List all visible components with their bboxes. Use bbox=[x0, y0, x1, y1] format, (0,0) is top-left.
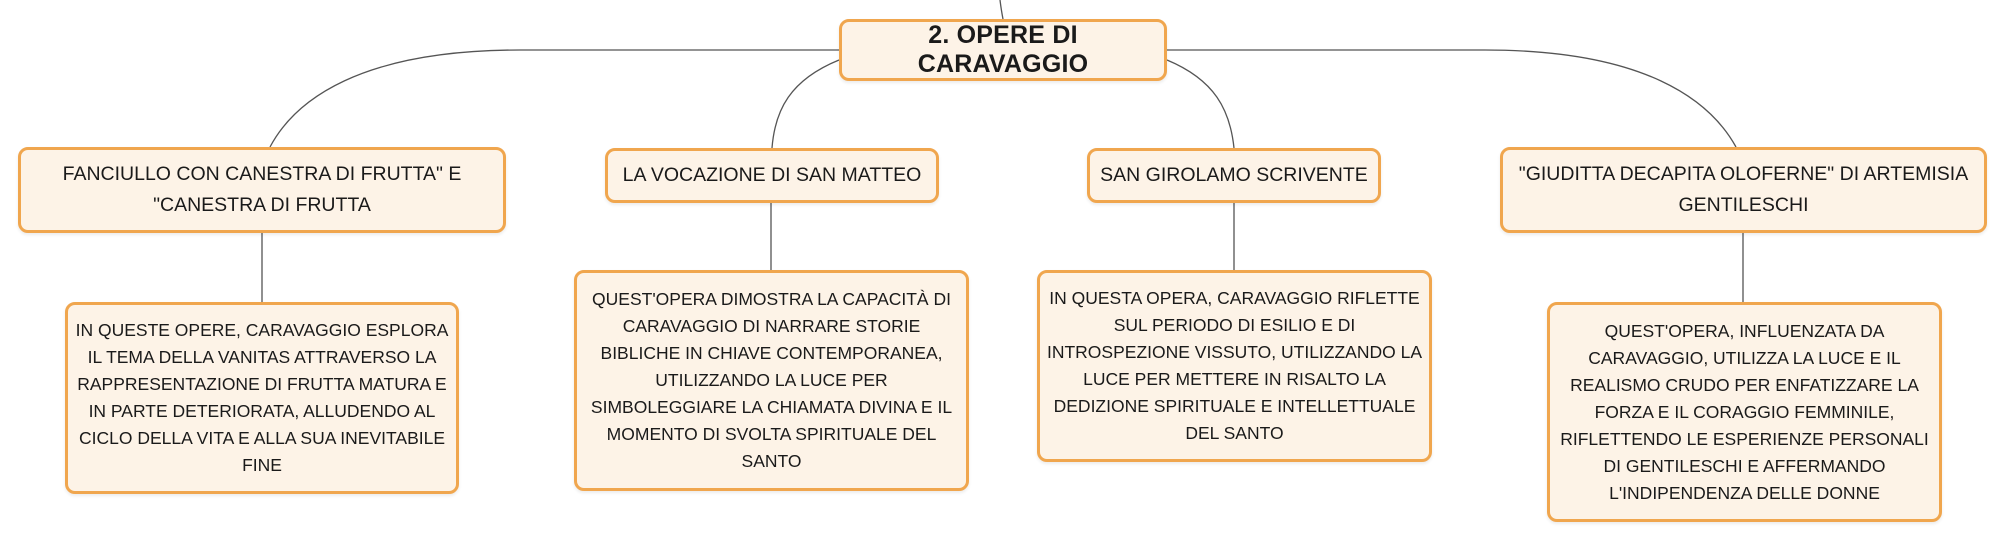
topic-node-san-girolamo[interactable]: SAN GIROLAMO SCRIVENTE bbox=[1087, 148, 1381, 203]
topic-node-label: SAN GIROLAMO SCRIVENTE bbox=[1100, 164, 1368, 186]
connector-root-t1 bbox=[269, 49, 839, 148]
connector-root-t2 bbox=[771, 59, 840, 149]
topic-node-giuditta-oloferne[interactable]: "GIUDITTA DECAPITA OLOFERNE" DI ARTEMISI… bbox=[1500, 147, 1987, 233]
description-node-giuditta-oloferne[interactable]: QUEST'OPERA, INFLUENZATA DA CARAVAGGIO, … bbox=[1547, 302, 1942, 522]
description-node-san-girolamo[interactable]: IN QUESTA OPERA, CARAVAGGIO RIFLETTE SUL… bbox=[1037, 270, 1432, 462]
connector-root-t3 bbox=[1166, 59, 1235, 149]
description-text: IN QUESTA OPERA, CARAVAGGIO RIFLETTE SUL… bbox=[1046, 288, 1422, 443]
topic-node-vocazione-san-matteo[interactable]: LA VOCAZIONE DI SAN MATTEO bbox=[605, 148, 939, 203]
connector-root-t4 bbox=[1167, 49, 1737, 148]
topic-node-fanciullo-canestra[interactable]: FANCIULLO CON CANESTRA DI FRUTTA" E "CAN… bbox=[18, 147, 506, 233]
description-node-vocazione-san-matteo[interactable]: QUEST'OPERA DIMOSTRA LA CAPACITÀ DI CARA… bbox=[574, 270, 969, 491]
description-text: QUEST'OPERA DIMOSTRA LA CAPACITÀ DI CARA… bbox=[590, 289, 953, 471]
root-node-opere-di-caravaggio[interactable]: 2. OPERE DI CARAVAGGIO bbox=[839, 19, 1167, 81]
description-text: QUEST'OPERA, INFLUENZATA DA CARAVAGGIO, … bbox=[1560, 320, 1929, 503]
topic-node-label: LA VOCAZIONE DI SAN MATTEO bbox=[622, 164, 922, 186]
connector-parent bbox=[999, 0, 1004, 20]
topic-node-label: FANCIULLO CON CANESTRA DI FRUTTA" E "CAN… bbox=[62, 163, 462, 216]
description-text: IN QUESTE OPERE, CARAVAGGIO ESPLORA IL T… bbox=[75, 320, 449, 475]
description-node-fanciullo-canestra[interactable]: IN QUESTE OPERE, CARAVAGGIO ESPLORA IL T… bbox=[65, 302, 459, 494]
root-node-label: 2. OPERE DI CARAVAGGIO bbox=[917, 21, 1089, 78]
topic-node-label: "GIUDITTA DECAPITA OLOFERNE" DI ARTEMISI… bbox=[1518, 163, 1969, 216]
